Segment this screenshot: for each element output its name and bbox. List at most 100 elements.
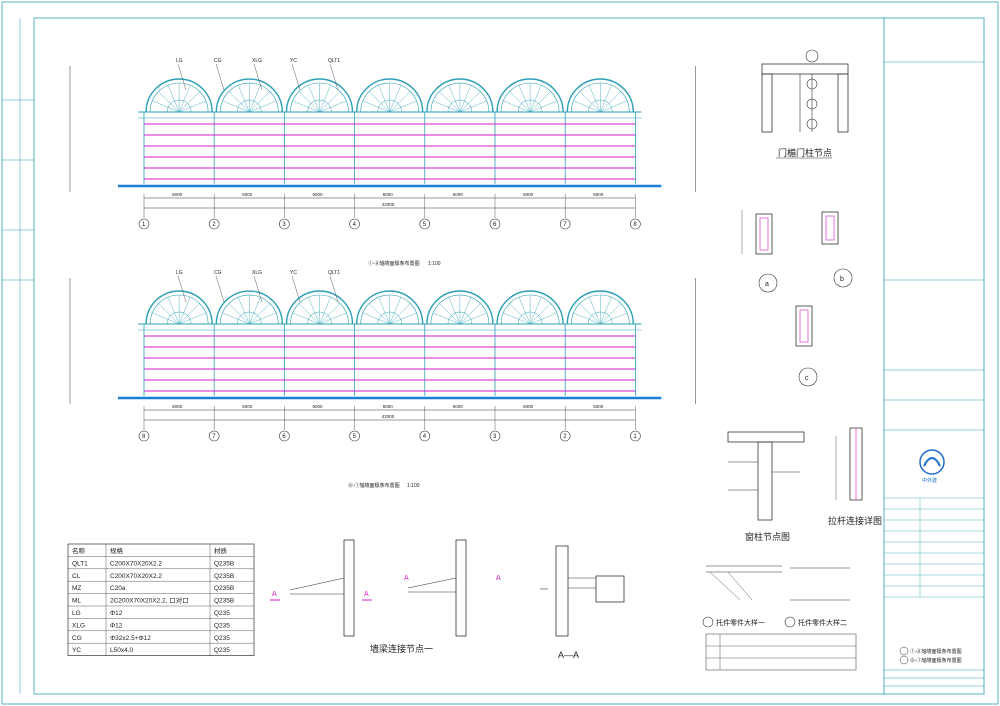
title-block: 中外建 ①-⑧轴墙面檩条布置图 ⑧-①轴墙面檩条布置图	[884, 61, 984, 687]
arch-rib	[158, 303, 180, 325]
callout-label: YC	[290, 58, 297, 64]
arch-rib	[600, 303, 621, 325]
arch-rib	[573, 312, 601, 325]
axis-label: 7	[212, 434, 216, 440]
axis-label: 8	[142, 434, 146, 440]
arch	[356, 290, 424, 325]
arch-rib	[298, 91, 320, 113]
arch-rib	[589, 85, 601, 113]
arch-ring	[166, 99, 192, 113]
arch-rib	[319, 312, 347, 325]
window-node-title: 窗柱节点图	[745, 531, 790, 542]
callout-label: CG	[214, 58, 222, 64]
table-cell: Q235	[214, 635, 230, 642]
table-cell: Q235	[214, 647, 230, 654]
part-2-title: 托件零件大样二	[798, 618, 847, 627]
table-cell: Q235B	[214, 598, 234, 605]
arch-rib	[167, 297, 180, 325]
arch-rib	[503, 312, 531, 325]
table-cell: QLT1	[72, 560, 88, 567]
span-dimension: 6000	[172, 404, 183, 409]
axis-bubble	[279, 430, 290, 442]
arch-rib	[152, 312, 180, 325]
arch-rib	[529, 91, 551, 113]
sheet-title-1: ①-⑧轴墙面檩条布置图	[910, 648, 962, 655]
table-cell: C200X70X20X2.2	[110, 560, 162, 567]
arch-rib	[433, 312, 460, 325]
arch-rib	[319, 303, 341, 325]
elevation-2-title: ⑧-①轴墙面檩条布置图	[348, 482, 400, 489]
arch-rib	[600, 312, 628, 325]
span-dimension: 6000	[383, 404, 394, 409]
arch-rib	[319, 297, 331, 325]
company-logo-text: 中外建	[922, 477, 937, 484]
span-dimension: 6000	[593, 192, 604, 197]
axis-bubble	[419, 430, 431, 442]
arch-rib	[448, 85, 461, 113]
axis-bubble	[630, 218, 641, 230]
arch-rib	[579, 303, 601, 325]
axis-label: 2	[563, 434, 567, 440]
arch-ring	[588, 311, 613, 325]
arch-rib	[292, 100, 320, 113]
axis-label: 2	[212, 222, 216, 228]
axis-bubble	[138, 218, 150, 230]
callout-label: XLG	[252, 58, 262, 64]
table-cell: CL	[72, 573, 81, 580]
arch-rib	[439, 91, 461, 113]
table-cell: Φ12	[110, 610, 123, 617]
span-dimension: 6000	[242, 192, 253, 197]
part-1-title: 托件零件大样一	[716, 618, 765, 627]
axis-label: 1	[633, 434, 637, 440]
arch	[285, 290, 354, 325]
axis-label: 8	[633, 222, 637, 228]
callout-leader	[329, 63, 339, 91]
axis-bubble	[489, 218, 501, 230]
arch-rib	[389, 303, 411, 325]
arch-rib	[600, 91, 621, 113]
arch-rib	[228, 91, 250, 113]
callout-label: YC	[290, 270, 297, 276]
arch-rib	[319, 100, 347, 113]
arch-ring	[307, 99, 332, 113]
callout-label: QLT1	[328, 270, 340, 276]
callout-leader	[215, 63, 225, 91]
arch-ring	[237, 99, 262, 113]
arch-ring	[166, 311, 192, 325]
table-cell: MZ	[72, 585, 81, 592]
span-dimension: 6000	[313, 404, 324, 409]
arch-ring	[307, 311, 332, 325]
table-cell: ML	[72, 598, 81, 605]
arch-rib	[459, 85, 472, 113]
arch-rib	[378, 85, 390, 113]
axis-label: 5	[423, 222, 427, 228]
arch-rib	[459, 297, 472, 325]
arch-rib	[589, 297, 601, 325]
table-cell: XLG	[72, 622, 85, 629]
table-cell: CG	[72, 635, 82, 642]
arch	[356, 78, 424, 113]
arch-rib	[249, 297, 261, 325]
arch-rib	[529, 297, 542, 325]
arch-ring	[377, 99, 402, 113]
axis-bubble	[419, 218, 431, 230]
section-a-label: a	[765, 281, 769, 288]
arch-rib	[389, 85, 401, 113]
callout-label: QLT1	[328, 58, 340, 64]
arch-rib	[530, 100, 557, 113]
window-node-detail: 窗柱节点图	[727, 431, 805, 542]
arch-rib	[600, 85, 612, 113]
arch	[496, 78, 564, 113]
table-cell: C20a	[110, 585, 126, 592]
arch-rib	[369, 91, 390, 113]
arch	[496, 290, 564, 325]
arch-rib	[249, 85, 261, 113]
arch-rib	[529, 85, 542, 113]
arch-rib	[459, 91, 481, 113]
axis-bubble	[279, 218, 290, 230]
arch-rib	[389, 297, 401, 325]
arch-rib	[389, 312, 417, 325]
callout-leader	[253, 275, 263, 303]
span-dimension: 6000	[172, 192, 183, 197]
